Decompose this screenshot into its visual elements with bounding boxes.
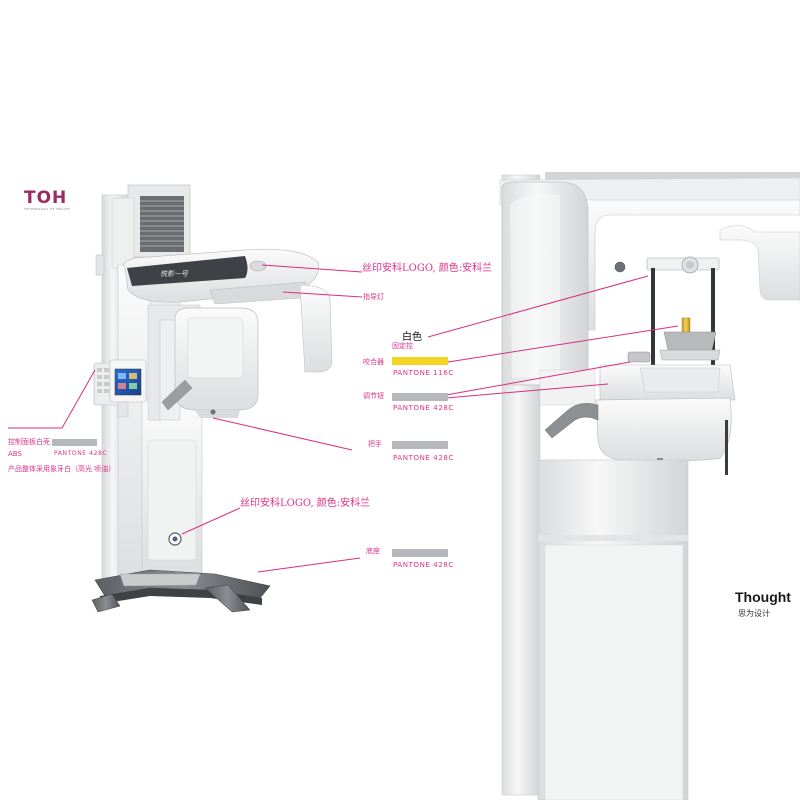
right-closeup-render [499, 172, 800, 800]
annotation-bite-block-pantone: PANTONE 116C [393, 369, 454, 377]
callout-line-handle [212, 417, 353, 451]
callout-line-guide-light [282, 291, 363, 298]
annotation-adjust-knob: 调节钮 [363, 392, 384, 400]
left-machine-render: 悦影一号 [91, 184, 333, 613]
control-panel [93, 359, 147, 418]
signature: Thought 思为设计 [735, 590, 791, 619]
callout-lines [8, 264, 679, 573]
signature-subtitle: 思为设计 [738, 609, 770, 618]
signature-title: Thought [735, 589, 791, 605]
vent-grille [140, 196, 184, 252]
brand-logo: TOH TECHNOLOGY OF HEALTH [24, 188, 96, 211]
swatch-control-panel [52, 439, 97, 446]
annotation-base: 底座 [366, 547, 380, 555]
annotation-control-panel-material: ABS [8, 450, 22, 458]
logo-subtext: TECHNOLOGY OF HEALTH [24, 207, 71, 211]
callout-line-adjust-knob-b [445, 383, 609, 399]
bite-block [659, 317, 721, 361]
logo-text: TOH [24, 188, 68, 208]
annotation-logo-side: 丝印安科LOGO, 颜色:安科兰 [240, 498, 371, 509]
annotation-logo-top: 丝印安科LOGO, 颜色:安科兰 [362, 263, 493, 274]
callout-line-base [257, 557, 361, 573]
swatch-base [392, 549, 448, 557]
annotation-handle: 把手 [368, 440, 382, 448]
handle-left [161, 379, 193, 411]
arm-script-text: 悦影一号 [160, 270, 189, 278]
annotation-guide-light: 指导灯 [363, 293, 384, 301]
swatch-handle [392, 441, 448, 449]
annotation-control-panel: 控制面板白壳 [8, 438, 50, 446]
callout-line-adjust-knob-a [445, 361, 631, 396]
callout-line-fixed-rack [427, 275, 649, 338]
callout-line-logo-side [181, 507, 241, 535]
handle-right [544, 403, 599, 439]
annotation-white: 白色 [402, 332, 422, 343]
swatch-adjust-knob [392, 393, 448, 401]
base [91, 569, 271, 613]
annotation-adjust-knob-pantone: PANTONE 428C [393, 404, 454, 412]
callout-line-control-panel [8, 369, 96, 429]
annotation-bite-block: 咬合器 [363, 358, 384, 366]
annotation-body-note: 产品整体采用象牙白（高光 喷油） [8, 465, 116, 473]
swatch-pantone-116c [392, 357, 448, 365]
annotation-base-pantone: PANTONE 428C [393, 561, 454, 569]
annotation-fixed-rack: 固定控 [392, 342, 413, 350]
annotation-handle-pantone: PANTONE 428C [393, 454, 454, 462]
fixed-rack [646, 256, 720, 380]
callout-line-logo-top [261, 264, 363, 273]
annotation-control-panel-pantone: PANTONE 428C [54, 450, 108, 457]
callout-line-bite-block [447, 325, 679, 363]
